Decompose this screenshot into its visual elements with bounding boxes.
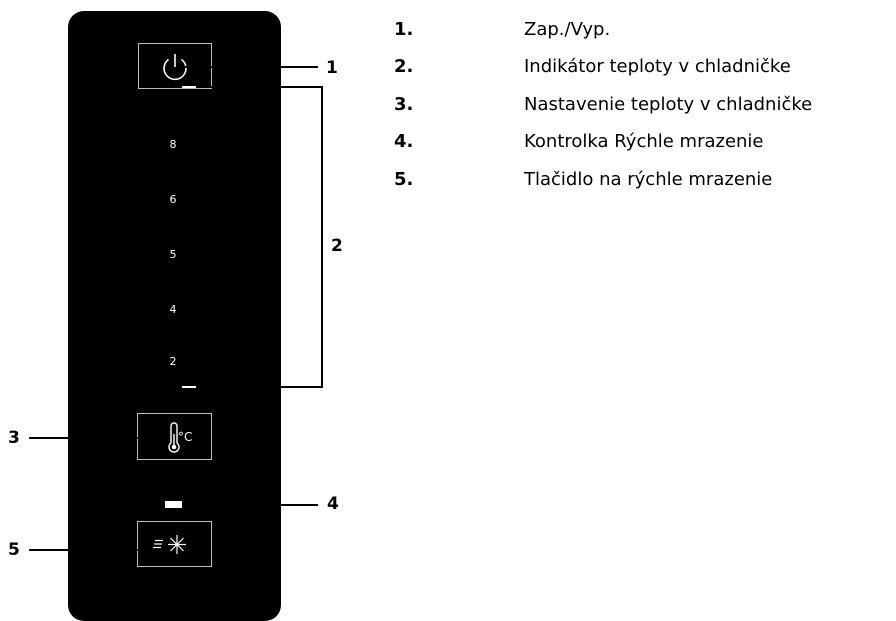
temp-unit-label: °C [178,430,193,444]
legend-text: Indikátor teploty v chladničke [524,56,791,77]
callout-line-5 [29,549,138,551]
indicator-top-dash [182,86,196,88]
callout-line-1 [183,66,318,68]
legend-text: Kontrolka Rýchle mrazenie [524,131,764,152]
scale-value: 2 [169,355,177,368]
scale-value: 4 [169,303,177,316]
callout-bracket-2-top [196,86,323,88]
power-icon [163,54,187,81]
callout-line-4 [182,504,318,506]
legend-text: Zap./Vyp. [524,19,611,40]
legend-number: 5. [394,169,414,190]
temperature-button[interactable]: °C [137,413,212,460]
callout-number-4: 4 [327,494,339,514]
snowflake-icon [153,535,186,554]
callout-number-1: 1 [326,58,338,78]
callout-bracket-2-bottom [196,386,323,388]
callout-number-5: 5 [8,540,20,560]
thermometer-icon [168,422,180,453]
scale-value: 5 [169,248,177,261]
legend-number: 2. [394,56,414,77]
callout-line-3 [29,437,138,439]
quick-freeze-button[interactable] [137,521,212,567]
scale-value: 6 [169,193,177,206]
scale-value: 8 [169,138,177,151]
control-panel [68,11,281,621]
legend-text: Tlačidlo na rýchle mrazenie [524,169,773,190]
legend-text: Nastavenie teploty v chladničke [524,94,813,115]
callout-number-2: 2 [331,236,343,256]
callout-bracket-2-vert [321,86,323,387]
legend-number: 3. [394,94,414,115]
quick-freeze-led [165,501,182,508]
callout-number-3: 3 [8,428,20,448]
legend-number: 4. [394,131,414,152]
indicator-bottom-dash [182,386,196,388]
legend-number: 1. [394,19,414,40]
